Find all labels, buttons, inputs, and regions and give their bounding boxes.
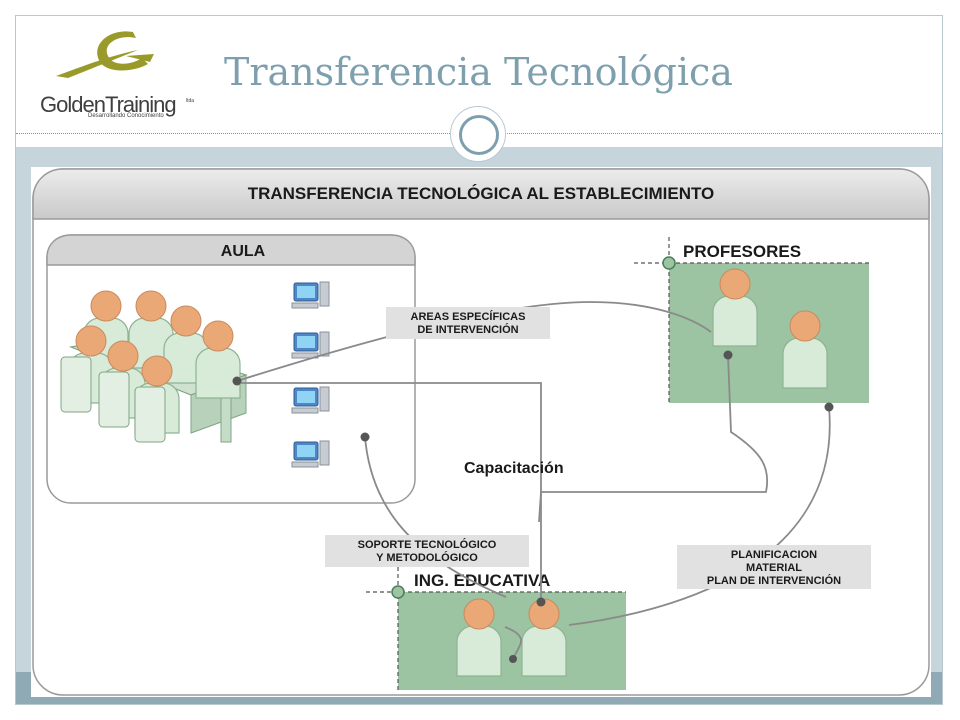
slide-frame xyxy=(15,15,943,705)
connector-lines xyxy=(236,301,831,660)
soporte-label-line1: SOPORTE TECNOLÓGICO xyxy=(358,538,497,551)
profesores-panel: PROFESORES xyxy=(634,237,871,403)
areas-label-box: AREAS ESPECÍFICAS DE INTERVENCIÓN xyxy=(386,307,550,339)
diagram-svg: TRANSFERENCIA TECNOLÓGICA AL ESTABLECIMI… xyxy=(32,168,930,696)
planificacion-label-box: PLANIFICACION MATERIAL PLAN DE INTERVENC… xyxy=(677,545,871,589)
classroom-group-icon xyxy=(60,290,248,443)
computer-icon xyxy=(291,386,330,414)
aula-label: AULA xyxy=(221,243,266,260)
logo-tagline: Desarrollando Conocimiento xyxy=(88,113,164,119)
plan-label-line1: PLANIFICACION xyxy=(731,549,817,561)
slide-title: Transferencia Tecnológica xyxy=(224,50,733,94)
areas-label-line2: DE INTERVENCIÓN xyxy=(417,323,518,336)
ing-educativa-label: ING. EDUCATIVA xyxy=(414,571,550,590)
logo-suffix: ltda xyxy=(186,98,195,104)
soporte-label-line2: Y METODOLÓGICO xyxy=(376,551,478,564)
capacitacion-label: Capacitación xyxy=(464,460,564,477)
computer-icon xyxy=(291,440,330,468)
plan-label-line3: PLAN DE INTERVENCIÓN xyxy=(707,574,841,587)
ing-educativa-panel: ING. EDUCATIVA xyxy=(366,567,626,690)
computer-icon xyxy=(291,281,330,309)
areas-label-line1: AREAS ESPECÍFICAS xyxy=(411,310,526,323)
golden-training-logo: GoldenTraining Desarrollando Conocimient… xyxy=(38,28,198,123)
connector-dots xyxy=(232,350,834,663)
divider-circle-icon xyxy=(450,106,506,162)
logo-swoosh-icon xyxy=(56,31,154,78)
soporte-label-box: SOPORTE TECNOLÓGICO Y METODOLÓGICO xyxy=(325,535,529,567)
profesores-label: PROFESORES xyxy=(683,242,801,261)
diagram-header: TRANSFERENCIA TECNOLÓGICA AL ESTABLECIMI… xyxy=(248,184,715,203)
plan-label-line2: MATERIAL xyxy=(746,562,802,574)
diagram-canvas: TRANSFERENCIA TECNOLÓGICA AL ESTABLECIMI… xyxy=(31,167,931,697)
logo-brand: GoldenTraining xyxy=(40,92,177,117)
